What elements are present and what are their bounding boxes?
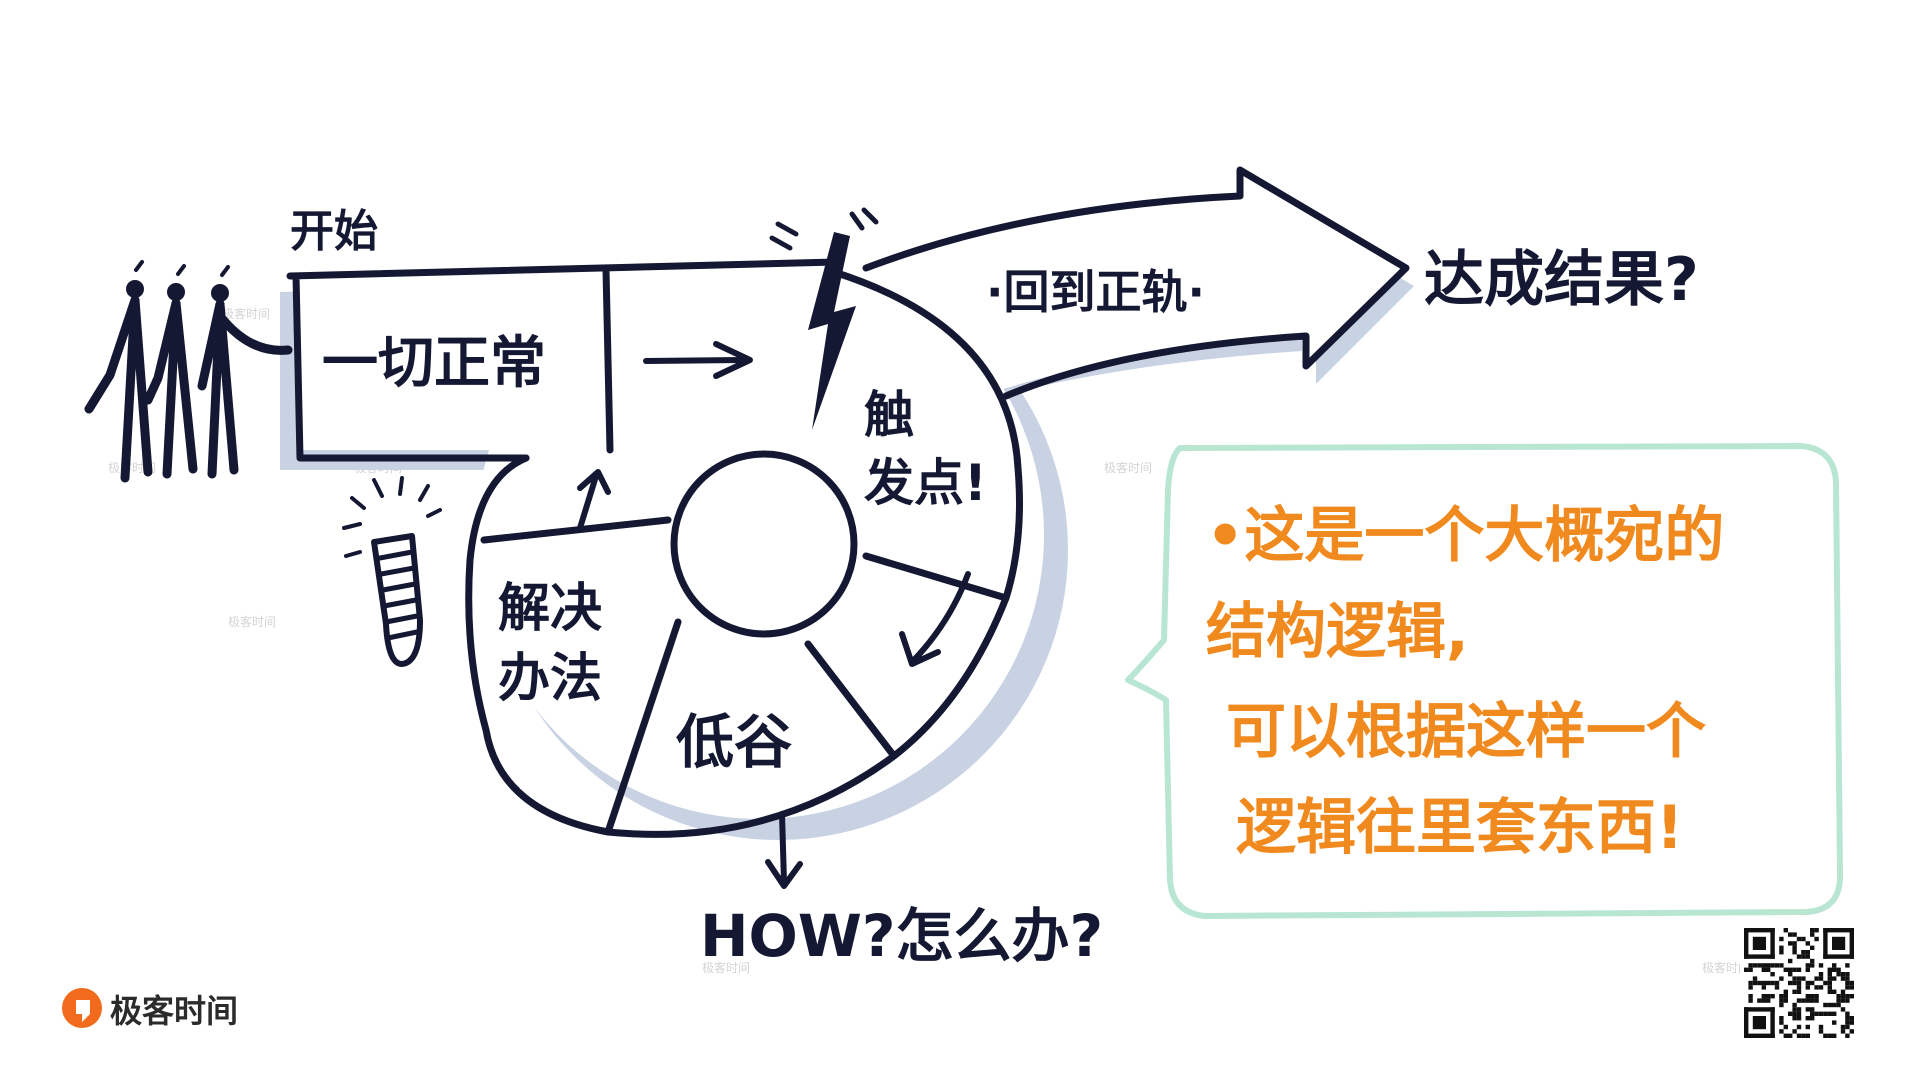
- solution-label-line2: 办法: [498, 649, 602, 709]
- watermark: 极客时间: [702, 960, 750, 975]
- center-hub: [670, 450, 858, 638]
- watermark: 极客时间: [1104, 460, 1152, 475]
- how-label: HOW?怎么办?: [700, 902, 1103, 970]
- segment-start-box: [286, 258, 840, 462]
- watermark: 极客时间: [222, 306, 270, 321]
- watermark: 极客时间: [1702, 960, 1750, 975]
- brand-name: 极客时间: [110, 992, 238, 1030]
- segment-solution: [465, 454, 672, 836]
- segment-low-valley: [604, 594, 1010, 838]
- arrow-up-icon: [577, 469, 611, 531]
- note-line: 可以根据这样一个: [1226, 697, 1706, 767]
- brand-logo: 极客时间: [62, 988, 238, 1030]
- note-line: •这是一个大概宛的: [1206, 501, 1724, 571]
- person-icon: [197, 284, 293, 479]
- person-icon: [143, 283, 198, 479]
- back-on-track-label: ·回到正轨·: [986, 265, 1205, 319]
- note-bubble-outline: [1125, 443, 1844, 919]
- geektime-logo-icon: [62, 988, 102, 1028]
- qr-code: [1740, 924, 1858, 1042]
- segment-trigger: [830, 268, 1023, 602]
- diagram-labels: 开始 一切正常 触 发点! ·回到正轨· 达成结果? 低谷 解决 办法 HOW?…: [290, 206, 1699, 970]
- person-icon: [84, 280, 153, 483]
- trigger-label-line1: 触: [864, 386, 914, 444]
- lightbulb-icon: [342, 476, 442, 667]
- note-line: 逻辑往里套东西!: [1236, 793, 1683, 863]
- note-bubble: •这是一个大概宛的 结构逻辑, 可以根据这样一个 逻辑往里套东西!: [1125, 443, 1844, 919]
- trigger-label-line2: 发点!: [864, 454, 987, 512]
- arrow-down-icon: [765, 811, 803, 889]
- arrow-down-right-icon: [899, 571, 971, 667]
- result-label: 达成结果?: [1424, 245, 1699, 315]
- normal-label: 一切正常: [322, 331, 546, 396]
- low-valley-label: 低谷: [676, 708, 792, 776]
- note-line: 结构逻辑,: [1206, 597, 1469, 667]
- segment-back-on-track: [862, 166, 1410, 400]
- start-label: 开始: [290, 206, 378, 257]
- flow-diagram: [286, 166, 1410, 889]
- solution-label-line1: 解决: [498, 579, 602, 639]
- watermark: 极客时间: [228, 614, 276, 629]
- flow-arrow-icon: [643, 341, 753, 379]
- people-figures: [84, 260, 293, 483]
- lightning-bolt-icon: [769, 207, 879, 430]
